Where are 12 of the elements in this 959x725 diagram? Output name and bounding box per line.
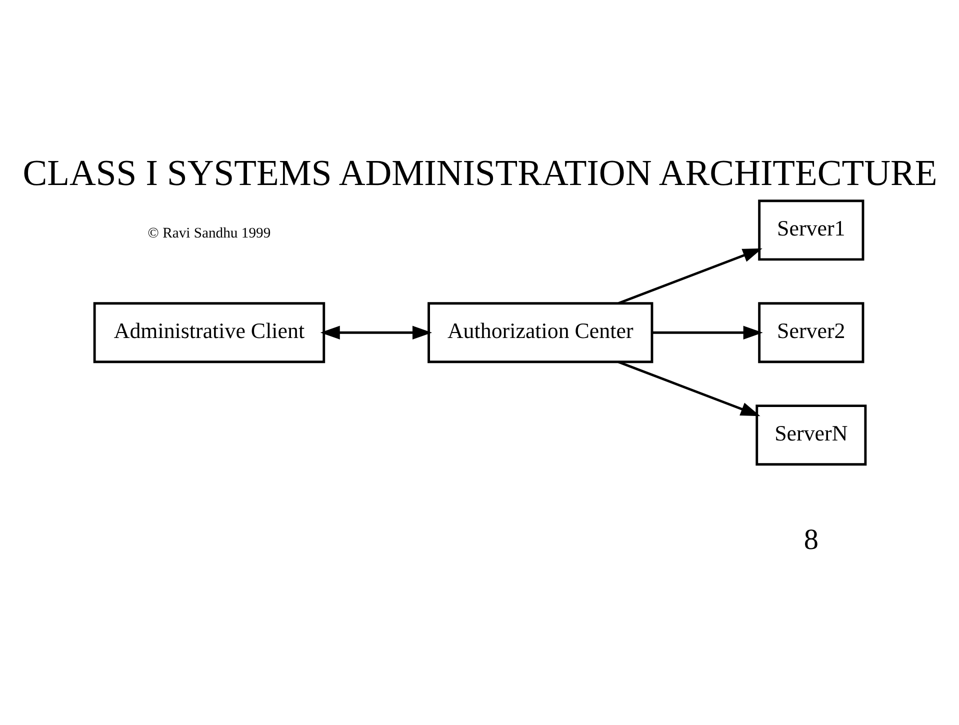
node-box: ServerN: [755, 404, 866, 466]
arrow: [618, 360, 760, 416]
node-box: Administrative Client: [92, 302, 325, 364]
arrow: [618, 248, 762, 304]
node-box: Server2: [758, 302, 864, 364]
node-box: Server1: [758, 200, 864, 261]
node-box: Authorization Center: [427, 302, 653, 364]
label: © Ravi Sandhu 1999: [147, 226, 270, 242]
arrow: [320, 326, 432, 340]
diagram-title: CLASS I SYSTEMS ADMINISTRATION ARCHITECTURE: [22, 152, 937, 194]
label: 8: [803, 524, 818, 556]
arrow: [652, 326, 762, 340]
